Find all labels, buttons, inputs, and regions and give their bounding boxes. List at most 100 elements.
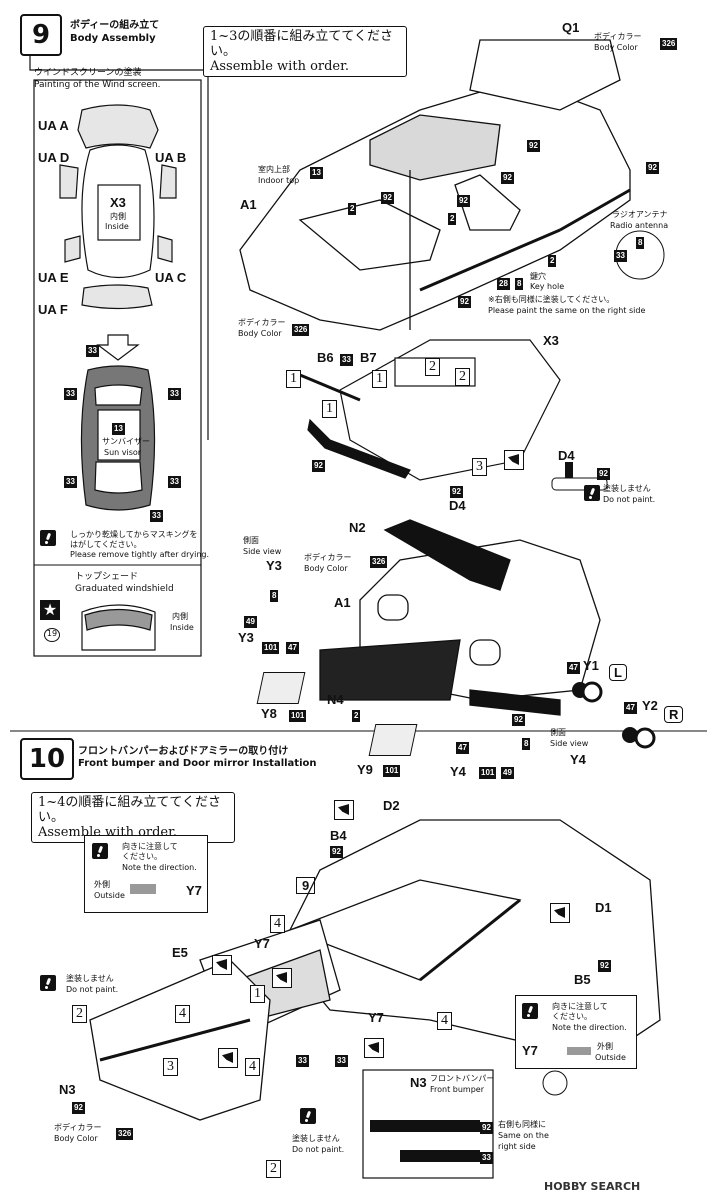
arrow-right-icon <box>567 1047 591 1055</box>
color-326: 326 <box>370 556 388 568</box>
color-33: 33 <box>340 354 353 366</box>
step-10-number: 10 <box>20 738 74 780</box>
n3-title-jp: フロントバンパー <box>430 1074 495 1083</box>
color-33: 33 <box>64 388 77 400</box>
order-note-jp: 1~4の順番に組み立ててください。 <box>38 795 222 825</box>
y8-part <box>256 672 306 704</box>
topshade-en: Graduated windshield <box>75 584 174 594</box>
body-color-jp: ボディカラー <box>594 32 642 41</box>
indoor-top-jp: 室内上部 <box>258 165 290 174</box>
watermark: HOBBY SEARCH <box>544 1180 641 1193</box>
label-b6: B6 <box>317 350 334 365</box>
dry-note-en: Please remove tightly after drying. <box>70 550 210 559</box>
color-2: 2 <box>352 710 361 722</box>
label-r: R <box>664 706 684 723</box>
color-326: 326 <box>116 1128 134 1140</box>
masking-icon <box>364 1038 384 1058</box>
paint-brush-icon <box>40 975 56 991</box>
right-side-note-jp: ※右側も同様に塗装してください。 <box>488 295 615 304</box>
direction-jp-2: ください。 <box>122 852 162 861</box>
color-101: 101 <box>289 710 307 722</box>
direction-en: Note the direction. <box>552 1023 627 1032</box>
label-y7: Y7 <box>368 1010 384 1025</box>
label-d4: D4 <box>449 498 466 513</box>
radio-en: Radio antenna <box>610 221 669 230</box>
body-color-jp: ボディカラー <box>238 318 286 327</box>
step-number-4: 4 <box>270 915 285 933</box>
color-101: 101 <box>479 767 497 779</box>
color-2: 2 <box>348 203 357 215</box>
step-number-4: 4 <box>175 1005 190 1023</box>
label-n3: N3 <box>410 1075 427 1090</box>
label-n2: N2 <box>349 520 366 535</box>
order-note-en: Assemble with order. <box>210 59 350 74</box>
masking-icon <box>218 1048 238 1068</box>
color-8: 8 <box>270 590 279 602</box>
right-same-en-2: right side <box>498 1142 536 1151</box>
step-number-1: 1 <box>372 370 387 388</box>
step-9-title-en: Body Assembly <box>70 33 156 44</box>
label-y3: Y3 <box>266 558 282 573</box>
label-b7: B7 <box>360 350 377 365</box>
paint-brush-icon <box>40 530 56 546</box>
color-92: 92 <box>480 1122 493 1134</box>
body-color-en: Body Color <box>304 564 348 573</box>
inside2-jp: 内側 <box>172 612 188 621</box>
label-y7: Y7 <box>522 1043 538 1058</box>
label-y7: Y7 <box>186 883 202 898</box>
direction-en: Note the direction. <box>122 863 197 872</box>
step-number-4: 4 <box>437 1012 452 1030</box>
label-b5: B5 <box>574 972 591 987</box>
right-same-jp: 右側も同様に <box>498 1120 546 1129</box>
color-101: 101 <box>262 642 280 654</box>
color-92: 92 <box>527 140 540 152</box>
color-92: 92 <box>597 468 610 480</box>
color-49: 49 <box>501 767 514 779</box>
indoor-top-en: Indoor top <box>258 176 300 185</box>
direction-jp-1: 向きに注意して <box>552 1002 608 1011</box>
step-number-1: 1 <box>286 370 301 388</box>
paint-brush-icon <box>92 843 108 859</box>
side-view-en: Side view <box>550 739 589 748</box>
no-paint-en: Do not paint. <box>292 1145 345 1154</box>
color-33: 33 <box>86 345 99 357</box>
color-92: 92 <box>450 486 463 498</box>
color-33: 33 <box>296 1055 309 1067</box>
order-note-jp: 1~3の順番に組み立ててください。 <box>210 29 394 59</box>
color-49: 49 <box>244 616 257 628</box>
color-8: 8 <box>522 738 531 750</box>
step-number-1: 1 <box>250 985 265 1003</box>
outside-jp: 外側 <box>597 1042 613 1051</box>
right-same-en-1: Same on the <box>498 1131 549 1140</box>
right-side-note-en: Please paint the same on the right side <box>488 306 646 315</box>
inside2-en: Inside <box>170 623 194 632</box>
color-47: 47 <box>624 702 637 714</box>
color-47: 47 <box>286 642 299 654</box>
step-number-2: 2 <box>72 1005 87 1023</box>
step-9-order-note: 1~3の順番に組み立ててください。 Assemble with order. <box>203 26 407 77</box>
no-paint-jp: 塗装しません <box>66 974 114 983</box>
color-13: 13 <box>112 423 125 435</box>
label-n4: N4 <box>327 692 344 707</box>
key-hole-jp: 鍵穴 <box>530 272 546 281</box>
color-19: 19 <box>44 628 60 642</box>
direction-jp-2: ください。 <box>552 1012 592 1021</box>
masking-icon <box>504 450 524 470</box>
color-101: 101 <box>383 765 401 777</box>
masking-icon <box>550 903 570 923</box>
outside-en: Outside <box>94 891 125 900</box>
color-326: 326 <box>292 324 310 336</box>
color-92: 92 <box>72 1102 85 1114</box>
step-number-2: 2 <box>266 1160 281 1178</box>
outside-jp: 外側 <box>94 880 110 889</box>
step-9-reference: 9 <box>296 877 316 894</box>
color-92: 92 <box>646 162 659 174</box>
arrow-left-icon <box>130 884 156 894</box>
label-y1: Y1 <box>583 658 599 673</box>
body-color-en: Body Color <box>54 1134 98 1143</box>
label-y4: Y4 <box>450 764 466 779</box>
color-92: 92 <box>381 192 394 204</box>
step-number-1: 1 <box>322 400 337 418</box>
label-ua-a: UA A <box>38 118 69 133</box>
label-y7: Y7 <box>254 936 270 951</box>
